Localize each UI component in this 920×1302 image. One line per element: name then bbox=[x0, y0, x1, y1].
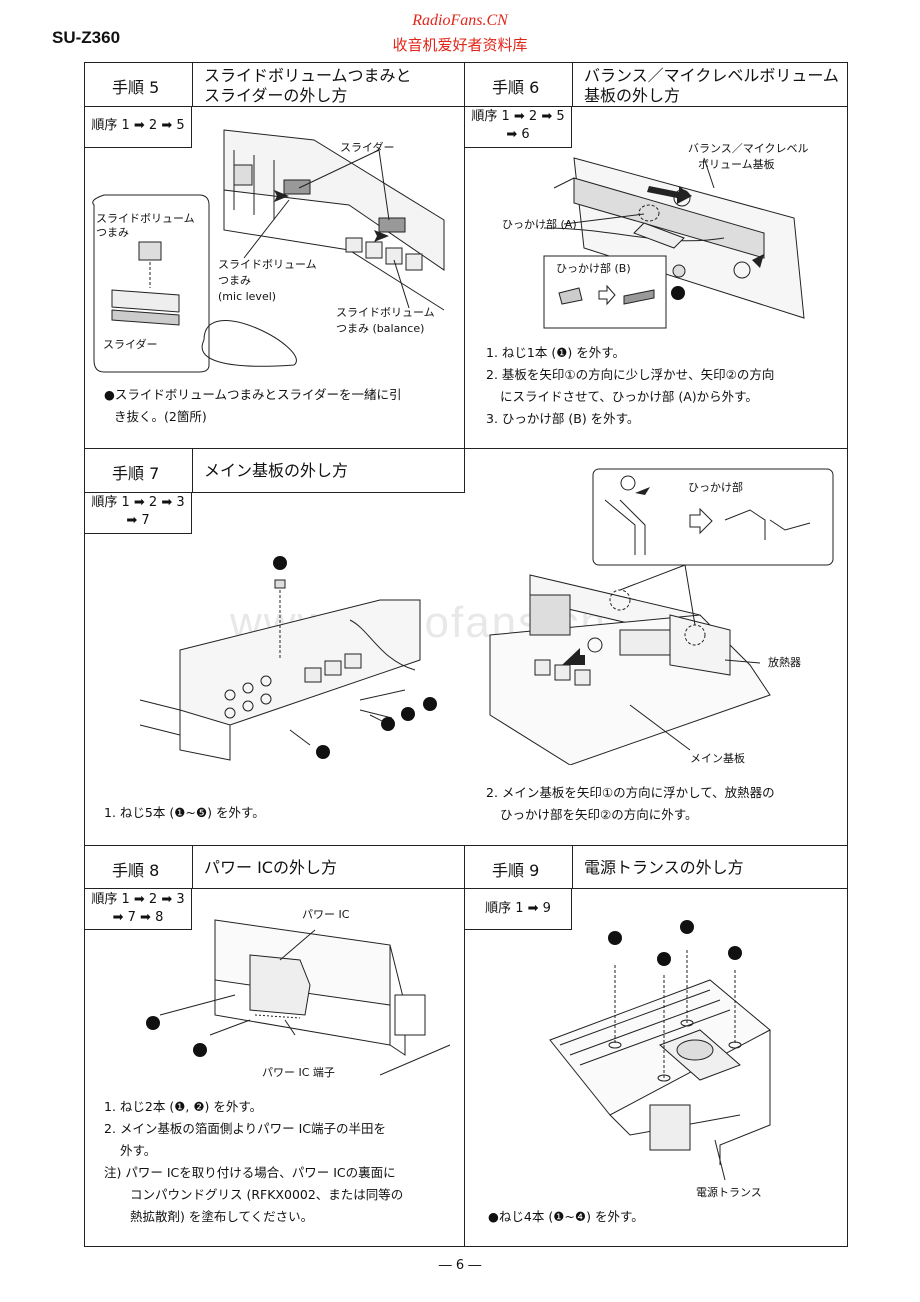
step-7-order-1: 順序 1 ➡ 2 ➡ 3 bbox=[91, 495, 185, 510]
page-frame bbox=[84, 62, 848, 1247]
label-mic-knob-2: つまみ bbox=[218, 274, 251, 287]
label-heatsink: 放熱器 bbox=[768, 656, 801, 669]
step-8-note-2: 2. メイン基板の箔面側よりパワー IC端子の半田を bbox=[104, 1121, 387, 1136]
step-5-note-1: ●スライドボリュームつまみとスライダーを一緒に引 bbox=[104, 387, 402, 402]
divider bbox=[464, 845, 465, 1247]
label-slider-top: スライダー bbox=[340, 141, 395, 154]
step-6-label: 手順 6 bbox=[492, 78, 540, 97]
step-5-order: 順序 1 ➡ 2 ➡ 5 bbox=[91, 118, 185, 133]
step-9-title: 電源トランスの外し方 bbox=[584, 858, 744, 877]
step-8-label: 手順 8 bbox=[112, 861, 160, 880]
label-slider-inset: スライダー bbox=[103, 338, 158, 351]
step-6-title-line2: 基板の外し方 bbox=[584, 86, 681, 105]
divider bbox=[572, 845, 573, 889]
divider bbox=[192, 62, 193, 106]
step-6-diagram bbox=[543, 157, 805, 329]
step-5-title-line2: スライダーの外し方 bbox=[204, 86, 348, 105]
step-9-label: 手順 9 bbox=[492, 861, 540, 880]
label-board-2: ボリューム基板 bbox=[698, 158, 775, 171]
step-6-note-1: 1. ねじ1本 (❶) を外す。 bbox=[486, 345, 626, 360]
page-number: ― 6 ― bbox=[438, 1258, 482, 1273]
order-box bbox=[464, 106, 572, 148]
step-6-note-4: 3. ひっかけ部 (B) を外す。 bbox=[486, 411, 640, 426]
step-7-label: 手順 7 bbox=[112, 464, 160, 483]
step-8-note-5: コンパウンドグリス (RFKX0002、または同等の bbox=[130, 1187, 404, 1202]
label-hook: ひっかけ部 bbox=[688, 481, 743, 494]
label-hook-a: ひっかけ部 (A) bbox=[502, 218, 577, 231]
step-8-note-6: 熱拡散剤) を塗布してください。 bbox=[130, 1209, 314, 1224]
step-8-note-4: 注) パワー ICを取り付ける場合、パワー ICの裏面に bbox=[104, 1165, 396, 1180]
divider bbox=[572, 62, 573, 106]
step-7-right-diagram bbox=[489, 468, 834, 765]
step-6-title-line1: バランス／マイクレベルボリューム bbox=[584, 66, 839, 85]
label-power-ic: パワー IC bbox=[302, 908, 350, 921]
divider bbox=[84, 492, 465, 493]
step-7-note-left: 1. ねじ5本 (❶~❺) を外す。 bbox=[104, 805, 265, 820]
label-transformer: 電源トランス bbox=[696, 1186, 762, 1199]
step-9-note: ●ねじ4本 (❶~❹) を外す。 bbox=[488, 1209, 644, 1224]
step-7-left-diagram bbox=[139, 556, 437, 761]
divider bbox=[192, 845, 193, 889]
step-5-title-line1: スライドボリュームつまみと bbox=[204, 66, 412, 85]
step-5-label: 手順 5 bbox=[112, 78, 160, 97]
order-box bbox=[84, 492, 192, 534]
order-box bbox=[84, 106, 192, 148]
divider bbox=[84, 106, 848, 107]
site-subtitle: 收音机爱好者资料库 bbox=[392, 36, 528, 54]
step-7-note-right-2: ひっかけ部を矢印②の方向に外す。 bbox=[500, 807, 698, 822]
label-mic-knob-1: スライドボリューム bbox=[218, 258, 317, 271]
label-balance-knob-1: スライドボリューム bbox=[336, 306, 435, 319]
divider bbox=[84, 888, 848, 889]
divider bbox=[192, 448, 193, 492]
step-9-diagram bbox=[549, 920, 771, 1181]
step-9-order: 順序 1 ➡ 9 bbox=[485, 901, 551, 916]
step-6-order-1: 順序 1 ➡ 2 ➡ 5 bbox=[471, 109, 565, 124]
step-8-diagram bbox=[146, 919, 451, 1076]
site-name[interactable]: RadioFans.CN bbox=[412, 12, 508, 29]
order-box bbox=[84, 888, 192, 930]
label-balance-knob-2: つまみ (balance) bbox=[336, 322, 425, 335]
step-6-order-2: ➡ 6 bbox=[506, 127, 530, 142]
step-8-note-1: 1. ねじ2本 (❶, ❷) を外す。 bbox=[104, 1099, 263, 1114]
step-8-title: パワー ICの外し方 bbox=[204, 858, 337, 877]
divider bbox=[84, 845, 848, 846]
label-knob-inset-1: スライドボリューム bbox=[96, 212, 195, 225]
step-8-note-3: 外す。 bbox=[120, 1143, 157, 1158]
step-8-order-2: ➡ 7 ➡ 8 bbox=[112, 910, 164, 925]
step-5-diagram bbox=[92, 129, 445, 373]
step-7-order-2: ➡ 7 bbox=[126, 513, 150, 528]
model-number: SU-Z360 bbox=[52, 28, 121, 47]
divider bbox=[464, 62, 465, 492]
label-knob-inset-2: つまみ bbox=[96, 226, 129, 239]
step-7-note-right-1: 2. メイン基板を矢印①の方向に浮かして、放熱器の bbox=[486, 785, 775, 800]
divider bbox=[84, 448, 848, 449]
label-power-ic-terminal: パワー IC 端子 bbox=[262, 1066, 335, 1079]
order-box bbox=[464, 888, 572, 930]
label-main-board: メイン基板 bbox=[690, 752, 745, 765]
step-6-note-2: 2. 基板を矢印①の方向に少し浮かせ、矢印②の方向 bbox=[486, 367, 775, 382]
label-board-1: バランス／マイクレベル bbox=[688, 142, 809, 155]
step-8-order-1: 順序 1 ➡ 2 ➡ 3 bbox=[91, 892, 185, 907]
step-7-title: メイン基板の外し方 bbox=[204, 461, 349, 480]
label-mic-knob-3: (mic level) bbox=[218, 290, 277, 303]
step-5-note-2: き抜く。(2箇所) bbox=[114, 409, 207, 424]
label-hook-b: ひっかけ部 (B) bbox=[556, 262, 631, 275]
step-6-note-3: にスライドさせて、ひっかけ部 (A)から外す。 bbox=[500, 389, 758, 404]
